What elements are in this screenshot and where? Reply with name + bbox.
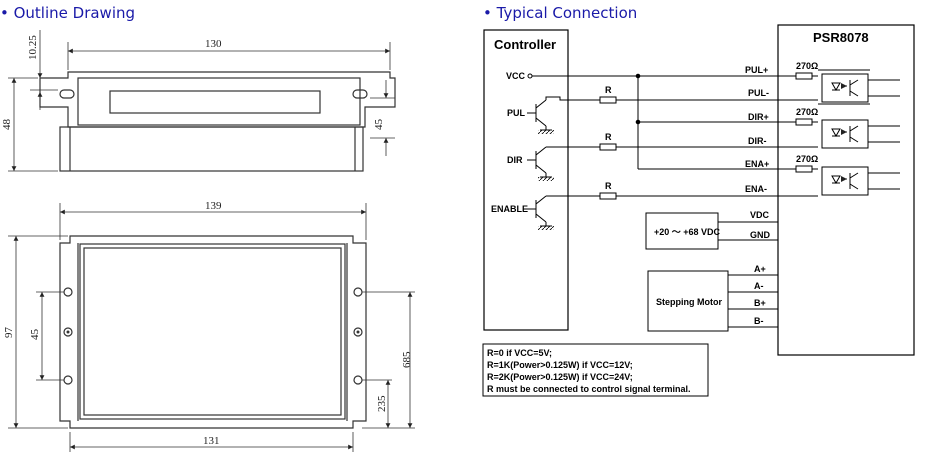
dim-45-side: 45	[373, 119, 385, 131]
dim-235: 235	[376, 395, 388, 412]
term-pul-plus: PUL+	[745, 65, 768, 75]
front-view	[8, 203, 415, 452]
term-vdc: VDC	[750, 210, 770, 220]
dim-97: 97	[3, 327, 15, 339]
res-r-3: R	[605, 181, 612, 191]
dim-131: 131	[203, 435, 220, 447]
notes-box	[482, 343, 709, 397]
term-a-plus: A+	[754, 264, 766, 274]
note-line-3: R=2K(Power>0.125W) if VCC=24V;	[487, 372, 633, 382]
resistors	[599, 72, 813, 200]
dim-10-25: 10.25	[27, 35, 39, 60]
term-gnd: GND	[750, 230, 771, 240]
power-supply-box	[645, 212, 719, 250]
dim-45-front: 45	[29, 329, 41, 341]
term-b-plus: B+	[754, 298, 766, 308]
term-ena-minus: ENA-	[745, 184, 767, 194]
dim-130: 130	[205, 38, 222, 50]
dim-685: 685	[401, 351, 413, 368]
res-270-3: 270Ω	[796, 154, 818, 164]
term-a-minus: A-	[754, 281, 764, 291]
dim-48: 48	[1, 119, 13, 131]
term-ena-plus: ENA+	[745, 159, 769, 169]
term-dir-plus: DIR+	[748, 112, 769, 122]
side-view	[8, 30, 396, 172]
note-line-2: R=1K(Power>0.125W) if VCC=12V;	[487, 360, 633, 370]
driver-label: PSR8078	[813, 30, 869, 45]
hole-marks	[66, 330, 360, 334]
res-270-1: 270Ω	[796, 61, 818, 71]
wiring	[527, 69, 870, 328]
stepping-motor-box	[647, 270, 729, 332]
res-r-1: R	[605, 85, 612, 95]
controller-label: Controller	[494, 37, 556, 52]
note-line-4: R must be connected to control signal te…	[487, 384, 691, 394]
power-supply-label: +20 ～ +68 VDC	[654, 227, 721, 237]
controller-box	[483, 29, 569, 331]
term-pul-minus: PUL-	[748, 88, 769, 98]
term-b-minus: B-	[754, 316, 764, 326]
res-270-2: 270Ω	[796, 107, 818, 117]
pin-vcc: VCC	[506, 71, 526, 81]
optocouplers	[831, 79, 900, 190]
stepping-motor-label: Stepping Motor	[656, 297, 722, 307]
pin-enable: ENABLE	[491, 204, 528, 214]
pin-pul: PUL	[507, 108, 526, 118]
typical-connection-title: • Typical Connection	[483, 4, 638, 22]
pin-dir: DIR	[507, 155, 523, 165]
note-line-1: R=0 if VCC=5V;	[487, 348, 552, 358]
term-dir-minus: DIR-	[748, 136, 767, 146]
res-r-2: R	[605, 132, 612, 142]
dim-139: 139	[205, 200, 222, 212]
outline-drawing-title: • Outline Drawing	[0, 4, 136, 22]
